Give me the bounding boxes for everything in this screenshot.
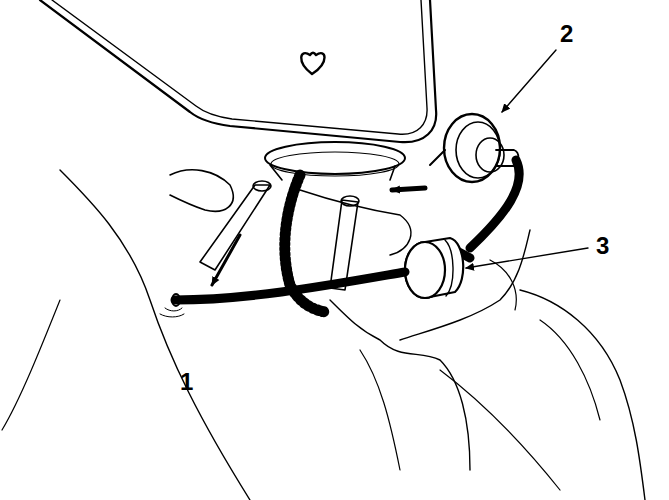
callout-number: 2 xyxy=(560,22,573,46)
callout-number: 3 xyxy=(596,234,609,258)
callout-number: 1 xyxy=(180,370,193,394)
